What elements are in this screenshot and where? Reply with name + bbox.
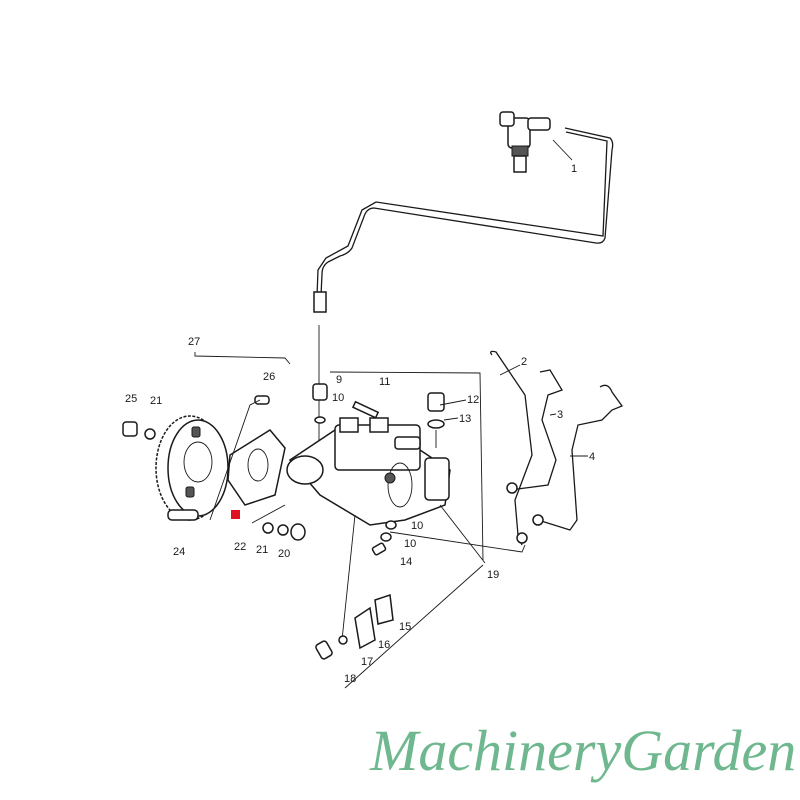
washer-21 xyxy=(144,428,156,440)
callout-12: 12 xyxy=(467,394,479,406)
watermark: MachineryGarden xyxy=(369,718,796,783)
callout-11: 11 xyxy=(379,376,390,388)
callout-26: 26 xyxy=(263,371,275,383)
callout-27: 27 xyxy=(188,336,200,348)
cover-plate xyxy=(354,606,376,650)
callout-22: 22 xyxy=(234,541,246,553)
callout-21b: 21 xyxy=(256,544,268,556)
callout-21: 21 xyxy=(150,395,162,407)
callout-13: 13 xyxy=(459,413,471,425)
callout-10b: 10 xyxy=(411,520,423,532)
callout-25: 25 xyxy=(125,393,137,405)
fuel-line-1 xyxy=(320,127,614,297)
callout-17: 17 xyxy=(361,656,373,668)
callout-labels: 1 2 3 4 9 10 11 12 13 10 10 14 19 15 16 … xyxy=(125,163,595,685)
callout-18: 18 xyxy=(344,673,356,685)
highlight-marker xyxy=(231,510,240,519)
callout-16: 16 xyxy=(378,639,390,651)
callout-9: 9 xyxy=(336,374,342,386)
callout-2: 2 xyxy=(521,356,527,368)
line-fitting xyxy=(313,291,327,313)
callout-15: 15 xyxy=(399,621,411,633)
callout-1: 1 xyxy=(571,163,577,175)
callout-4: 4 xyxy=(589,451,595,463)
gasket-15 xyxy=(374,593,394,625)
callout-10c: 10 xyxy=(404,538,416,550)
callout-3: 3 xyxy=(557,409,563,421)
dowel-26 xyxy=(254,395,270,405)
injection-pump xyxy=(286,417,451,526)
callout-24: 24 xyxy=(173,546,185,558)
callout-20: 20 xyxy=(278,548,290,560)
drive-gear xyxy=(155,415,229,521)
injector-nozzle xyxy=(499,111,551,173)
callout-10: 10 xyxy=(332,392,344,404)
callout-14: 14 xyxy=(400,556,412,568)
fuel-pipe-4 xyxy=(537,384,624,531)
adaptor-plate xyxy=(227,429,286,506)
fuel-pipe-3 xyxy=(509,369,563,491)
stud-24 xyxy=(167,509,199,521)
fuel-pipe-2 xyxy=(490,350,533,546)
bolt-25 xyxy=(122,421,138,437)
callout-19: 19 xyxy=(487,569,499,581)
